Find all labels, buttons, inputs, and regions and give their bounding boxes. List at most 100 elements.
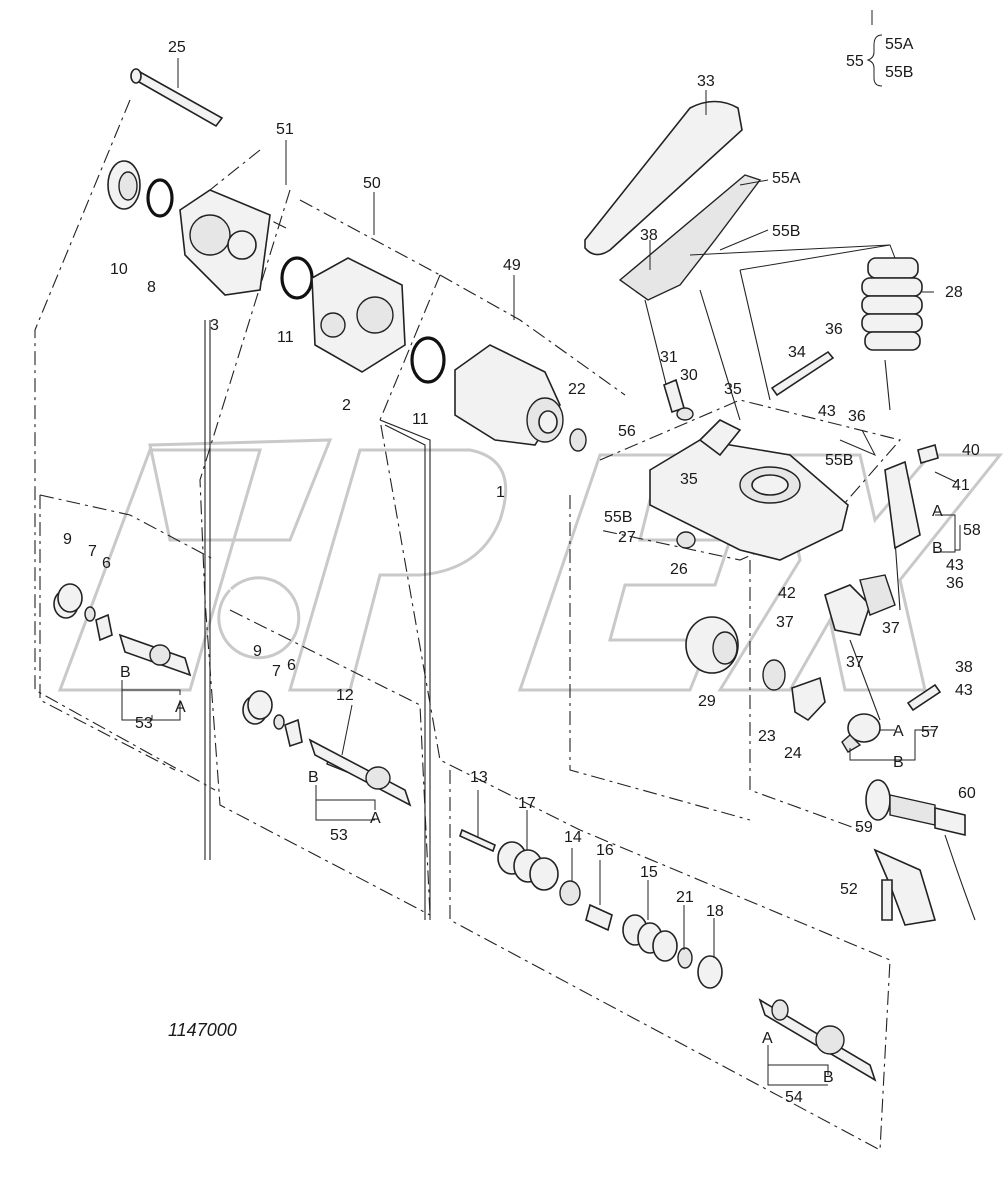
label-43-c: 43	[955, 682, 973, 699]
label-10: 10	[110, 261, 128, 278]
label-A-58: A	[932, 503, 943, 520]
label-A-53b: A	[370, 810, 381, 827]
label-29: 29	[698, 693, 716, 710]
label-53-b: 53	[330, 827, 348, 844]
label-40: 40	[962, 442, 980, 459]
cam-24	[791, 676, 826, 722]
label-A-54: A	[762, 1030, 773, 1047]
pin-40	[917, 443, 939, 465]
label-28: 28	[945, 284, 963, 301]
label-58: 58	[963, 522, 981, 539]
label-51: 51	[276, 121, 294, 138]
variant-brace	[866, 34, 883, 87]
label-26: 26	[670, 561, 688, 578]
seal-22	[569, 428, 587, 452]
label-25: 25	[168, 39, 186, 56]
label-21: 21	[676, 889, 694, 906]
label-31: 31	[660, 349, 678, 366]
label-37-c: 37	[846, 654, 864, 671]
label-B-58: B	[932, 540, 943, 557]
pin-13	[459, 828, 496, 853]
label-55B-top: 55B	[772, 223, 800, 240]
label-55A-header: 55A	[885, 36, 914, 53]
callout-labels: 55 55A 55B 25 51 50 49 33 55A 55B 38 28 …	[63, 36, 981, 1106]
label-12: 12	[336, 687, 354, 704]
bracket-56	[649, 419, 849, 561]
washer-7-left	[84, 606, 96, 622]
label-15: 15	[640, 864, 658, 881]
label-6-b: 6	[287, 657, 296, 674]
o-ring-11-upper	[280, 256, 314, 300]
label-A-57: A	[893, 723, 904, 740]
label-54: 54	[785, 1089, 803, 1106]
label-A-53a: A	[175, 699, 186, 716]
label-2: 2	[342, 397, 351, 414]
label-24: 24	[784, 745, 802, 762]
label-37-a: 37	[776, 614, 794, 631]
label-8: 8	[147, 279, 156, 296]
label-30: 30	[680, 367, 698, 384]
seal-18	[697, 955, 723, 989]
label-B-54: B	[823, 1069, 834, 1086]
label-52: 52	[840, 881, 858, 898]
label-41: 41	[952, 477, 970, 494]
spring-16	[585, 903, 613, 932]
pin-34	[770, 350, 835, 397]
label-27: 27	[618, 529, 636, 546]
label-16: 16	[596, 842, 614, 859]
spring-15	[622, 914, 678, 962]
diagram-id: 1147000	[168, 1020, 237, 1040]
ring-21	[677, 947, 693, 969]
label-59: 59	[855, 819, 873, 836]
bushing-26	[676, 531, 696, 549]
label-14: 14	[564, 829, 582, 846]
label-B-53b: B	[308, 769, 319, 786]
label-60: 60	[958, 785, 976, 802]
switch-arm-37	[859, 574, 896, 616]
label-B-53a: B	[120, 664, 131, 681]
label-53-a: 53	[135, 715, 153, 732]
label-B-57: B	[893, 754, 904, 771]
label-1: 1	[496, 484, 505, 501]
label-33: 33	[697, 73, 715, 90]
label-37-b: 37	[882, 620, 900, 637]
housing-2	[311, 257, 406, 373]
label-7-b: 7	[272, 663, 281, 680]
label-55B-header: 55B	[885, 64, 913, 81]
cup-6-left	[95, 613, 113, 642]
roller-29	[685, 616, 739, 674]
spring-9-left	[53, 583, 83, 619]
label-3: 3	[210, 317, 219, 334]
label-7-a: 7	[88, 543, 97, 560]
spring-9-middle	[242, 690, 273, 725]
bolt-31	[663, 378, 685, 414]
cylinder-body-1	[454, 344, 564, 446]
label-35-a: 35	[724, 381, 742, 398]
label-36-b: 36	[848, 408, 866, 425]
parts	[53, 68, 976, 1082]
boot-28	[861, 257, 923, 351]
stoplamp-switch-59-60	[865, 779, 976, 926]
spring-17	[497, 841, 559, 891]
cup-6-middle	[284, 718, 303, 748]
o-ring-8	[146, 178, 174, 218]
link-58	[884, 460, 921, 550]
label-55A: 55A	[772, 170, 801, 187]
label-9-b: 9	[253, 643, 262, 660]
housing-3	[179, 189, 271, 296]
bolt-52	[881, 879, 893, 921]
lever-42	[824, 584, 871, 636]
label-13: 13	[470, 769, 488, 786]
retainer-14	[559, 880, 581, 906]
label-55B-mid: 55B	[825, 452, 853, 469]
label-36-c: 36	[946, 575, 964, 592]
washer-7-middle	[273, 714, 285, 730]
label-43-a: 43	[818, 403, 836, 420]
label-42: 42	[778, 585, 796, 602]
label-35-b: 35	[680, 471, 698, 488]
piston-53-middle	[308, 738, 412, 807]
label-23: 23	[758, 728, 776, 745]
ring-23	[762, 659, 786, 691]
switch-57	[841, 713, 881, 753]
